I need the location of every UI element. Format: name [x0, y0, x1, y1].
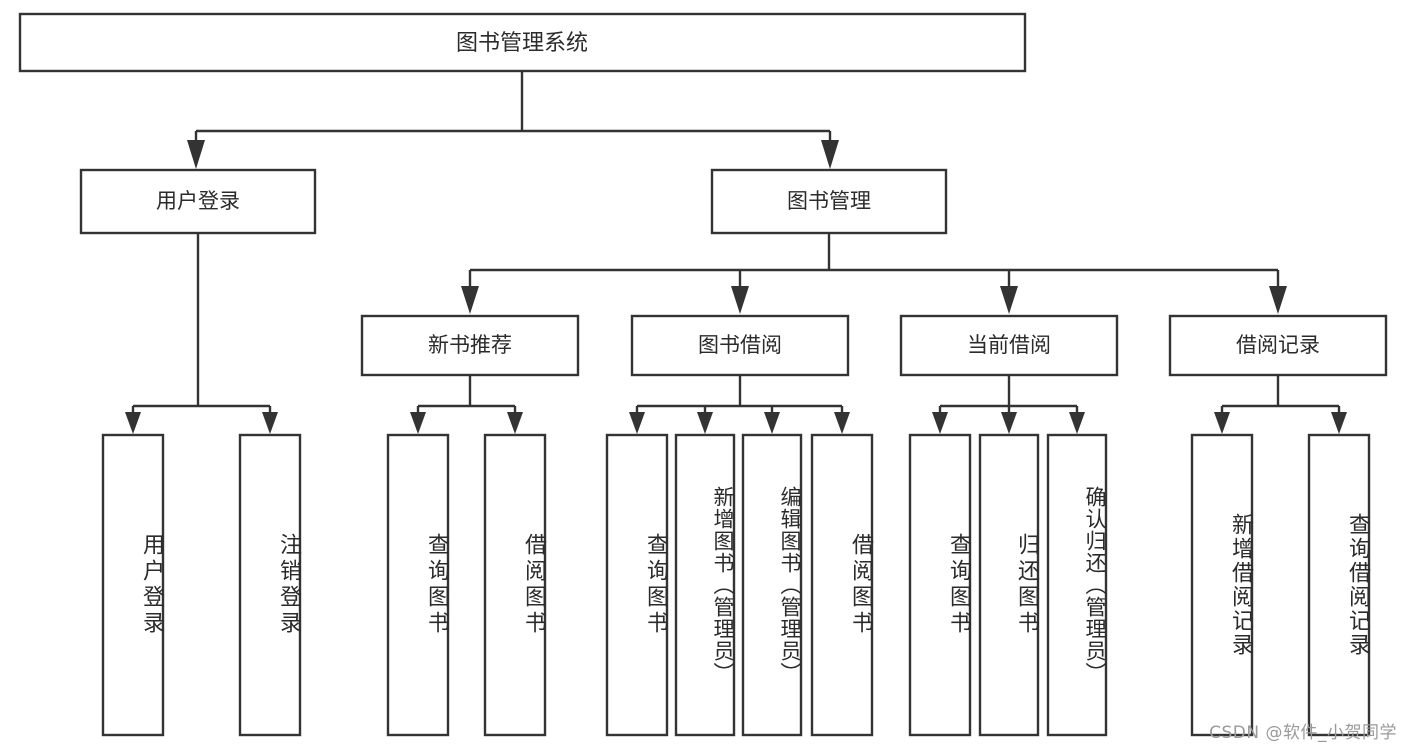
arrow-head-icon [821, 140, 839, 169]
connector-bookborrow-to-leaves [629, 375, 850, 434]
node-box-shape [238, 433, 302, 737]
node-module-book-management[interactable]: 图书管理 [710, 168, 948, 235]
arrow-head-icon [697, 412, 713, 434]
node-label-module-user-login: 用户登录 [156, 189, 240, 213]
node-box-shape [1168, 314, 1388, 377]
node-box-shape [1307, 433, 1371, 737]
arrow-head-icon [834, 412, 850, 434]
node-box-shape [810, 433, 874, 737]
arrow-head-icon [1000, 286, 1018, 314]
node-leaf-bookborrow-query[interactable] [605, 433, 669, 737]
arrow-head-icon [932, 412, 948, 434]
node-label-module-book-management: 图书管理 [787, 189, 871, 213]
node-label-submodule-new-book: 新书推荐 [428, 333, 512, 357]
node-label-submodule-borrow-record: 借阅记录 [1236, 333, 1320, 357]
arrow-head-icon [262, 412, 278, 434]
node-leaf-user-login-login[interactable] [101, 433, 165, 737]
node-label-root: 图书管理系统 [456, 31, 588, 56]
arrow-head-icon [461, 286, 479, 314]
connector-currentborrow-to-leaves [932, 375, 1085, 434]
arrow-head-icon [1069, 412, 1085, 434]
watermark-text: CSDN @软件_小贺同学 [1209, 723, 1397, 743]
node-box-shape [79, 168, 317, 235]
arrow-head-icon [125, 412, 141, 434]
node-submodule-book-borrow[interactable]: 图书借阅 [630, 314, 850, 377]
node-submodule-current-borrow[interactable]: 当前借阅 [899, 314, 1119, 377]
node-leaf-bookborrow-borrow[interactable] [810, 433, 874, 737]
arrow-head-icon [1214, 412, 1230, 434]
node-box-shape [605, 433, 669, 737]
node-leaf-user-login-logout[interactable] [238, 433, 302, 737]
node-leaf-currentborrow-confirm[interactable] [1046, 433, 1108, 737]
node-box-shape [710, 168, 948, 235]
arrow-head-icon [187, 140, 205, 169]
node-box-shape [899, 314, 1119, 377]
node-box-shape [908, 433, 972, 737]
arrow-head-icon [629, 412, 645, 434]
connector-userlogin-to-leaves [125, 233, 278, 434]
node-label-submodule-book-borrow: 图书借阅 [698, 333, 782, 357]
node-leaf-bookborrow-edit[interactable] [741, 433, 803, 737]
node-box-shape [978, 433, 1040, 737]
arrow-head-icon [1001, 412, 1017, 434]
connector-bookmgmt-to-submodules [461, 233, 1287, 314]
node-box-shape [1046, 433, 1108, 737]
node-module-user-login[interactable]: 用户登录 [79, 168, 317, 235]
node-box-shape [1190, 433, 1254, 737]
node-box-shape [386, 433, 450, 737]
connector-borrowrecord-to-leaves [1214, 375, 1347, 434]
node-submodule-new-book-recommend[interactable]: 新书推荐 [360, 314, 580, 377]
arrow-head-icon [731, 286, 749, 314]
arrow-head-icon [410, 412, 426, 434]
node-leaf-currentborrow-query[interactable] [908, 433, 972, 737]
node-leaf-currentborrow-return[interactable] [978, 433, 1040, 737]
arrow-head-icon [764, 412, 780, 434]
node-box-shape [101, 433, 165, 737]
node-box-shape [741, 433, 803, 737]
arrow-head-icon [507, 412, 523, 434]
node-leaf-borrowrecord-add[interactable] [1190, 433, 1254, 737]
node-leaf-bookborrow-add[interactable] [674, 433, 736, 737]
node-box-shape [18, 12, 1027, 73]
node-leaf-newbook-query[interactable] [386, 433, 450, 737]
node-box-shape [483, 433, 547, 737]
arrow-head-icon [1331, 412, 1347, 434]
node-leaf-newbook-borrow[interactable] [483, 433, 547, 737]
node-box-shape [674, 433, 736, 737]
connector-root-to-modules [187, 71, 839, 169]
node-box-shape [630, 314, 850, 377]
node-root-system[interactable]: 图书管理系统 [18, 12, 1027, 73]
connector-newbook-to-leaves [410, 375, 523, 434]
node-leaf-borrowrecord-query[interactable] [1307, 433, 1371, 737]
node-submodule-borrow-record[interactable]: 借阅记录 [1168, 314, 1388, 377]
arrow-head-icon [1269, 286, 1287, 314]
node-box-shape [360, 314, 580, 377]
node-label-submodule-current-borrow: 当前借阅 [967, 333, 1051, 357]
